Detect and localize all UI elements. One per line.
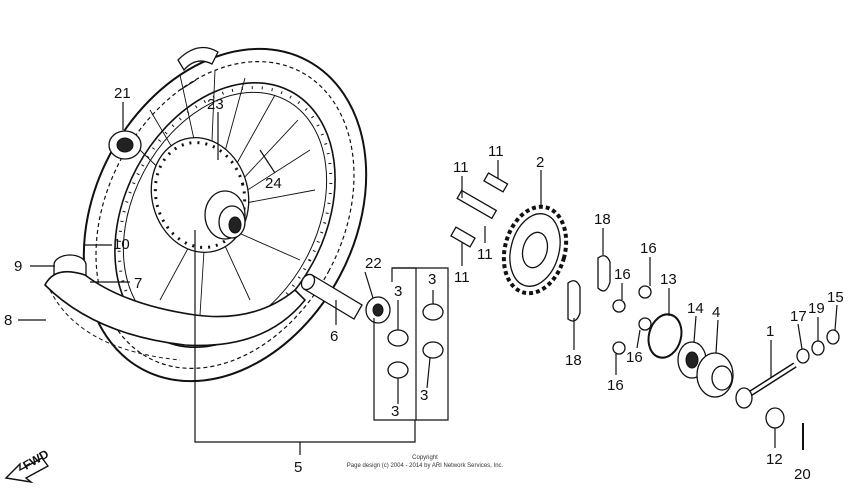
callout-5: 5: [294, 459, 302, 476]
sprocket-2: [501, 204, 569, 296]
leader-lines: [18, 102, 838, 448]
callout-24: 24: [265, 175, 282, 192]
callout-10: 10: [113, 236, 130, 253]
flange-4: [696, 352, 734, 398]
callout-1: 1: [766, 323, 774, 340]
copyright-notice: Copyright Page design (c) 2004 - 2014 by…: [347, 455, 504, 469]
forward-direction-indicator: FWD: [4, 447, 51, 484]
callout-7: 7: [134, 275, 142, 292]
callout-16b: 16: [614, 266, 631, 283]
callout-9: 9: [14, 258, 22, 275]
washers-17-19-15: [796, 329, 840, 364]
callout-18a: 18: [594, 211, 611, 228]
callout-3a: 3: [428, 271, 436, 288]
copyright-line2: Page design (c) 2004 - 2014 by ARI Netwo…: [347, 463, 504, 469]
callout-11c: 11: [477, 246, 493, 263]
callout-20: 20: [794, 466, 811, 483]
callout-labels: 21 23 24 22 6 10 9 7 8 5 3 3 3 3 3 11 11…: [4, 85, 844, 483]
callout-16a: 16: [640, 240, 657, 257]
callout-11d: 11: [454, 269, 470, 286]
callout-17: 17: [790, 308, 807, 325]
lock-plates-18: [567, 255, 611, 322]
callout-3d: 3: [391, 403, 399, 420]
sprocket-bolts-11: [450, 172, 509, 248]
callout-2: 2: [536, 154, 544, 171]
callout-21: 21: [114, 85, 131, 102]
callout-12: 12: [766, 451, 783, 468]
callout-3c: 3: [420, 387, 428, 404]
bearing-21: [108, 130, 142, 160]
tire-section-8: [44, 270, 307, 361]
damper-box-3: [373, 267, 449, 421]
callout-14: 14: [687, 300, 704, 317]
callout-11b: 11: [453, 159, 469, 176]
callout-6: 6: [330, 328, 338, 345]
callout-11a: 11: [488, 143, 504, 160]
circlip-13: [647, 313, 683, 359]
copyright-line1: Copyright: [412, 455, 438, 461]
axle-spacer-6: [300, 273, 363, 320]
callout-22: 22: [365, 255, 382, 272]
callout-4: 4: [712, 304, 720, 321]
callout-3b: 3: [394, 283, 402, 300]
callout-19: 19: [808, 300, 825, 317]
rear-wheel-assembly: [82, 46, 368, 383]
callout-23: 23: [207, 96, 224, 113]
adjuster-12: [765, 407, 785, 429]
callout-16c: 16: [626, 349, 643, 366]
callout-8: 8: [4, 312, 12, 329]
bearing-22: [365, 296, 391, 324]
callout-15: 15: [827, 289, 844, 306]
nuts-16: [612, 285, 652, 355]
callout-13: 13: [660, 271, 677, 288]
axle-1: [735, 362, 797, 409]
callout-16d: 16: [607, 377, 624, 394]
part5-bracket: [194, 230, 416, 455]
callout-18b: 18: [565, 352, 582, 369]
